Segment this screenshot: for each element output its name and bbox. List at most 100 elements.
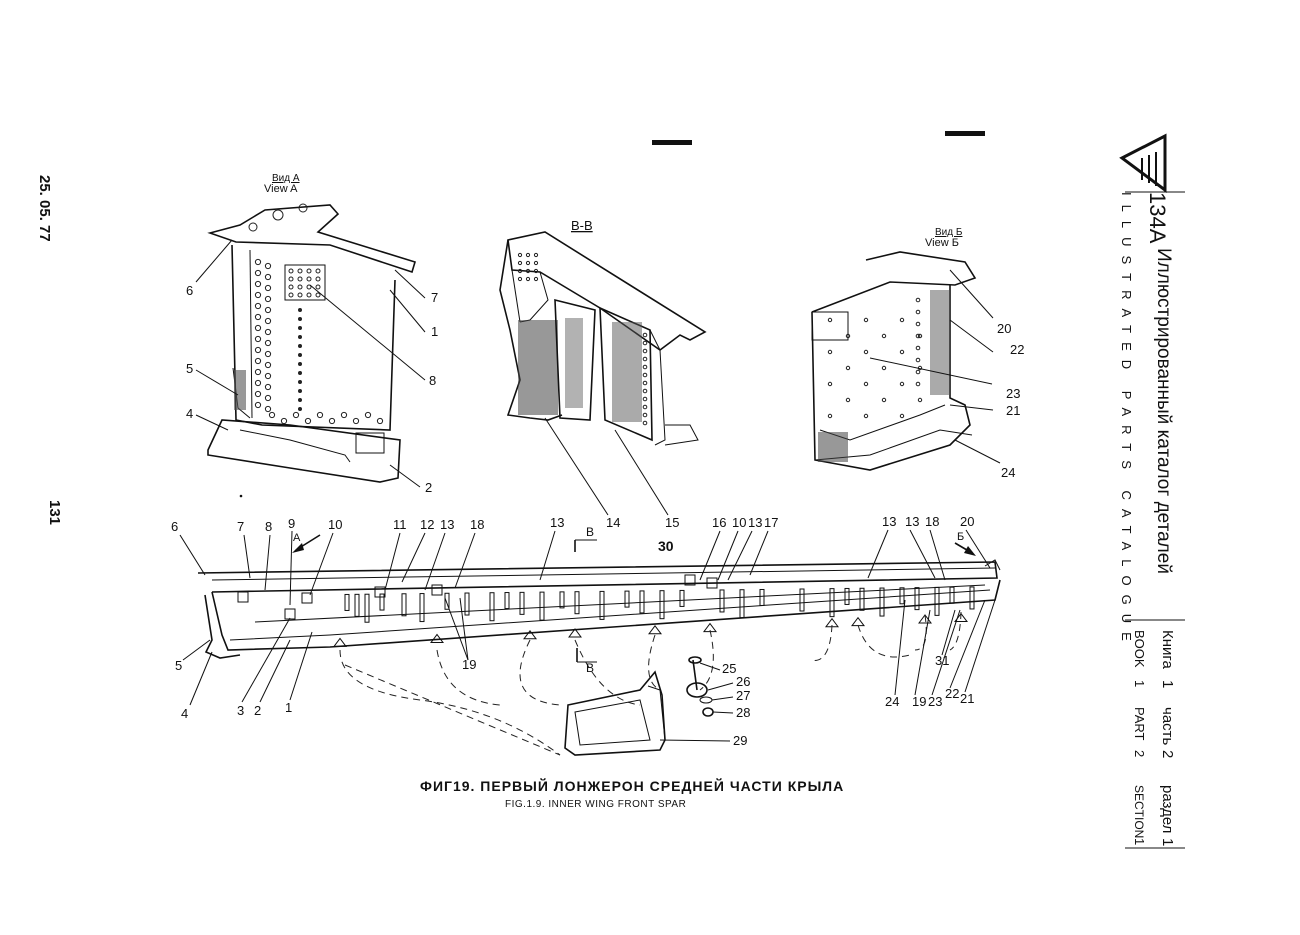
rivet-hole <box>297 268 303 274</box>
section-number-ru: 1 <box>1159 838 1176 846</box>
rivet-hole <box>845 397 851 403</box>
rivet-hole <box>264 394 272 402</box>
spar-callout-3: 3 <box>237 703 244 718</box>
leader-line <box>965 529 991 569</box>
fitting-block <box>706 577 718 589</box>
leader-line <box>259 639 291 703</box>
rivet-hole <box>863 381 869 387</box>
section-label-ru: раздел <box>1159 785 1176 833</box>
rivet-hole <box>642 340 648 346</box>
rivet-hole <box>292 411 300 419</box>
rivet-hole <box>827 381 833 387</box>
rivet-hole <box>525 268 531 274</box>
spar-callout-8: 8 <box>265 519 272 534</box>
rivet-hole <box>306 292 312 298</box>
stiffener-slot <box>354 593 360 617</box>
spar-callout-24: 24 <box>885 694 899 709</box>
leader-line <box>289 631 313 701</box>
stiffener-slot <box>639 590 645 614</box>
book-label-ru: Книга <box>1159 630 1176 670</box>
rivet-hole <box>264 284 272 292</box>
spar-callout-31: 31 <box>935 653 949 668</box>
section-bb-detail: B-B 14 15 <box>499 218 707 530</box>
spar-callout-20: 20 <box>960 514 974 529</box>
leader-line <box>289 530 293 606</box>
spar-callout-13b: 13 <box>550 515 564 530</box>
rivet-hole <box>642 348 648 354</box>
rivet-hole <box>915 381 921 387</box>
title-english: ILLUSTRATED PARTS CATALOGUE <box>1119 192 1134 650</box>
rivet-hole <box>304 417 312 425</box>
rivet-hole <box>288 268 294 274</box>
fitting-block <box>374 586 386 598</box>
spar-callout-28: 28 <box>736 705 750 720</box>
spar-callout-10: 10 <box>328 517 342 532</box>
stiffener-slot <box>859 587 865 611</box>
callout-20: 20 <box>997 321 1011 336</box>
rivet-hole <box>264 339 272 347</box>
spar-callout-19a: 19 <box>462 657 476 672</box>
leader-line <box>894 599 906 696</box>
rivet-hole <box>328 417 336 425</box>
stiffener-slot <box>799 588 805 612</box>
spar-web-details <box>237 574 975 647</box>
stiffener-slot <box>344 593 350 611</box>
leader-line <box>189 651 213 706</box>
revision-bar-right <box>945 131 985 136</box>
rivet-hole <box>315 268 321 274</box>
rivet-hole <box>298 344 302 348</box>
fitting-block <box>301 592 313 604</box>
rivet-hole <box>517 252 523 258</box>
rivet-hole <box>254 313 262 321</box>
stiffener-slot <box>659 590 665 620</box>
rivet-hole <box>288 284 294 290</box>
spar-callout-30: 30 <box>658 538 674 554</box>
rivet-hole <box>297 276 303 282</box>
company-logo <box>1119 133 1167 193</box>
rivet-hole <box>254 291 262 299</box>
book-number-en: 1 <box>1132 680 1147 687</box>
stiffener-slot <box>364 593 370 623</box>
section-label-en: SECTION <box>1132 785 1146 838</box>
rivet-hole <box>298 308 302 312</box>
arrow-b-label: Б <box>957 531 964 543</box>
rivet-hole <box>254 324 262 332</box>
spar-callout-11: 11 <box>393 517 407 532</box>
stiffener-slot <box>519 591 525 615</box>
rivet-hole <box>915 369 921 375</box>
rivet-hole <box>525 252 531 258</box>
spar-callout-13d: 13 <box>882 514 896 529</box>
spar-callout-18b: 18 <box>925 514 939 529</box>
fitting-block <box>684 574 696 586</box>
rivet-hole <box>298 335 302 339</box>
date-stamp: 25. 05. 77 <box>36 175 53 242</box>
callout-15: 15 <box>665 515 679 530</box>
leader-line <box>424 532 446 591</box>
section-bb-holes <box>517 252 648 426</box>
spar-callout-4: 4 <box>181 706 188 721</box>
header-block: 134A ILLUSTRATED PARTS CATALOGUE Иллюстр… <box>1119 133 1185 849</box>
rivet-hole <box>298 398 302 402</box>
spar-callout-16: 16 <box>712 515 726 530</box>
rivet-hole <box>280 417 288 425</box>
leader-line <box>539 530 556 581</box>
stiffener-slot <box>464 592 470 616</box>
rivet-hole <box>525 276 531 282</box>
spar-callout-18a: 18 <box>470 517 484 532</box>
spar-callout-23: 23 <box>928 694 942 709</box>
stiffener-slot <box>914 587 920 611</box>
rivet-hole <box>899 381 905 387</box>
stiffener-slot <box>379 593 385 611</box>
leader-line <box>712 711 734 714</box>
attach-bracket <box>568 628 582 638</box>
spar-callout-1: 1 <box>285 700 292 715</box>
leader-line <box>941 609 956 656</box>
rivet-hole <box>533 252 539 258</box>
rivet-hole <box>264 361 272 369</box>
page-number: 131 <box>46 500 63 525</box>
callout-4: 4 <box>186 406 193 421</box>
leader-line <box>659 739 731 742</box>
spar-callout-17: 17 <box>764 515 778 530</box>
rivet-hole <box>881 333 887 339</box>
rivet-hole <box>881 397 887 403</box>
